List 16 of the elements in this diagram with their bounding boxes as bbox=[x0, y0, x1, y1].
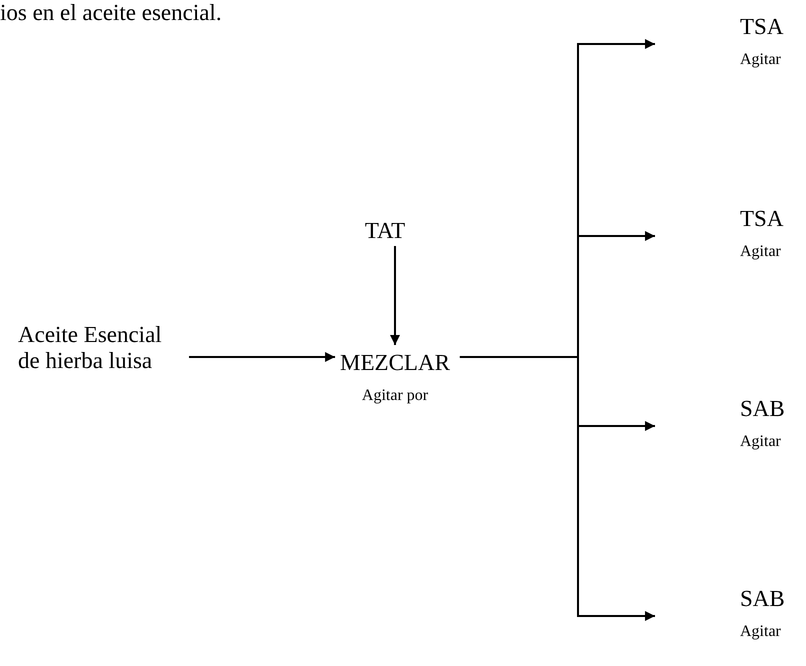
node-title: TSA bbox=[740, 206, 784, 232]
node-note: Agitar bbox=[740, 242, 781, 262]
node-note: Agitar bbox=[740, 432, 781, 452]
note-text: ios en el aceite esencial. bbox=[0, 0, 222, 26]
node-title: SAB bbox=[740, 396, 785, 422]
node-note: Agitar bbox=[740, 622, 781, 642]
node-title: TSA bbox=[740, 14, 784, 40]
arrow bbox=[189, 352, 336, 362]
node-title: MEZCLAR bbox=[340, 350, 450, 376]
node-title: TAT bbox=[364, 218, 406, 244]
arrow bbox=[390, 246, 400, 345]
node-note: Agitar bbox=[740, 50, 781, 70]
arrow bbox=[460, 356, 655, 621]
node-title: Aceite Esencial de hierba luisa bbox=[18, 322, 163, 374]
node-note: Agitar por bbox=[362, 386, 428, 406]
node-title: SAB bbox=[740, 586, 785, 612]
